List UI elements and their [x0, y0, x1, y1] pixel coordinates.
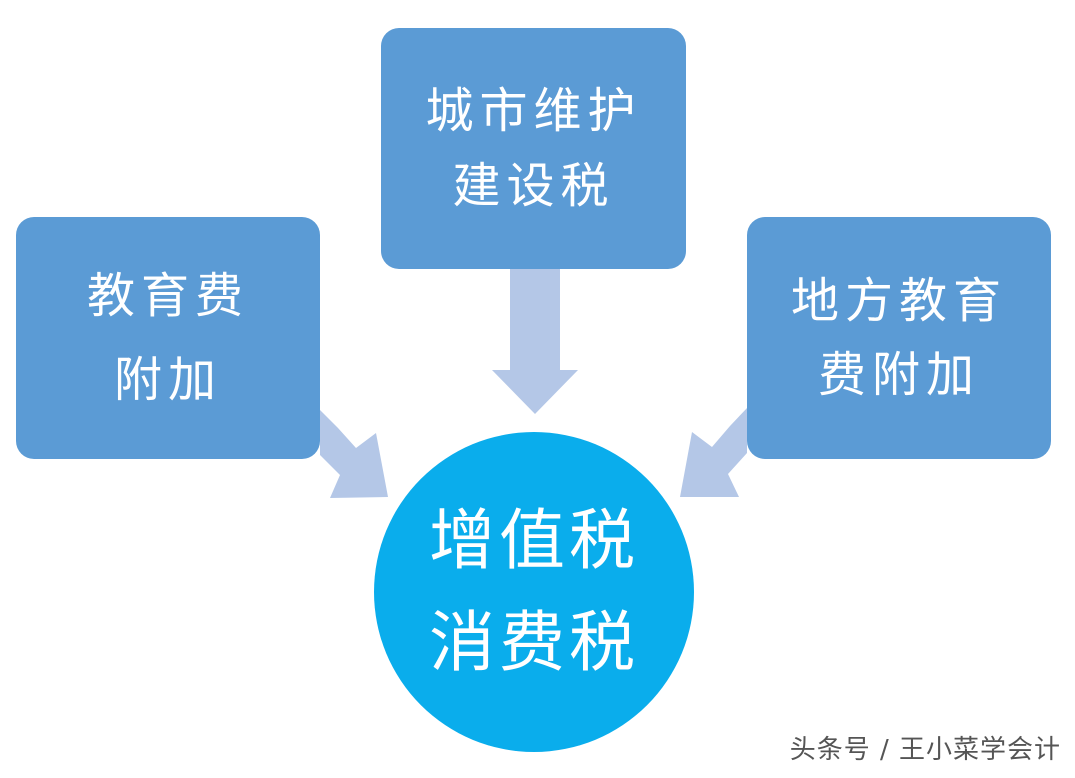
node-urban-maintenance-tax: 城市维护 建设税	[381, 28, 686, 269]
node-label-line: 教育费	[86, 268, 249, 324]
node-urban-maintenance-tax-text: 城市维护 建设税	[425, 74, 641, 223]
arrow-right-to-center	[680, 408, 747, 497]
center-label-line: 消费税	[429, 604, 639, 681]
node-label-line: 费附加	[817, 347, 980, 403]
arrow-left-to-center	[320, 410, 388, 498]
node-vat-consumption-tax: 增值税 消费税	[374, 432, 694, 752]
node-label-line: 附加	[113, 352, 222, 408]
watermark: 头条号 / 王小菜学会计	[789, 735, 1061, 765]
node-local-education-surcharge: 地方教育 费附加	[747, 217, 1051, 459]
node-education-surcharge-text: 教育费 附加	[87, 254, 249, 422]
node-label-line: 建设税	[452, 157, 615, 214]
node-local-education-surcharge-text: 地方教育 费附加	[791, 264, 1007, 413]
node-label-line: 地方教育	[790, 272, 1007, 329]
center-label-line: 增值税	[429, 501, 639, 579]
node-education-surcharge: 教育费 附加	[16, 217, 320, 459]
node-label-line: 城市维护	[425, 83, 642, 140]
arrow-top-to-center	[492, 269, 578, 414]
